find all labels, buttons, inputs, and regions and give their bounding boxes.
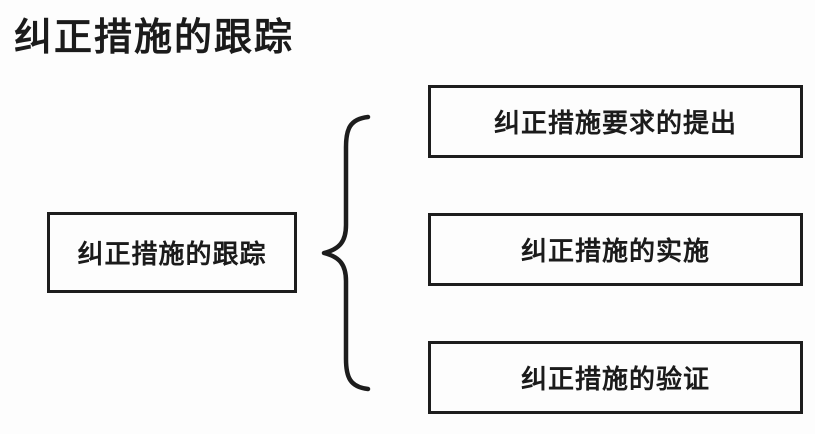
left-curly-brace-icon [316,113,372,393]
child-node-label: 纠正措施要求的提出 [493,109,737,138]
child-node-label: 纠正措施的验证 [520,365,710,394]
child-node-implementation: 纠正措施的实施 [428,213,803,286]
child-node-requirement-proposal: 纠正措施要求的提出 [428,85,803,158]
diagram-title: 纠正措施的跟踪 [14,17,295,59]
child-node-verification: 纠正措施的验证 [428,341,803,414]
root-node: 纠正措施的跟踪 [47,212,297,293]
root-node-label: 纠正措施的跟踪 [77,240,267,269]
child-node-label: 纠正措施的实施 [520,237,710,266]
